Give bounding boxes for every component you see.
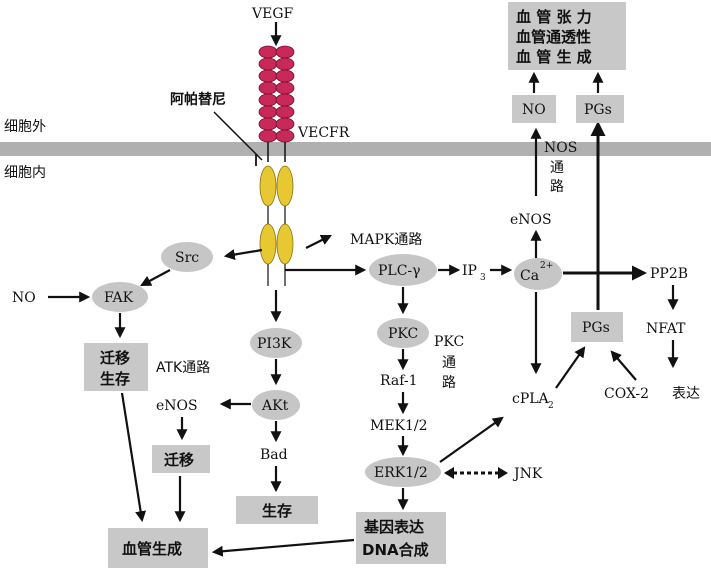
pgs-top-label: PGs [584, 102, 612, 118]
migrate-survive-box [84, 343, 148, 391]
migration-label: 迁移 [164, 451, 194, 469]
nos-pathway-2: 通 [550, 160, 564, 176]
nfat-label: NFAT [646, 321, 686, 337]
intracellular-label: 细胞内 [4, 165, 46, 181]
no-right-label: NO [522, 102, 546, 118]
inhibitor-line [213, 111, 263, 161]
akt-node [252, 390, 300, 420]
gene-expression-label: 基因表达 [363, 518, 424, 536]
vegf-label: VEGF [251, 6, 294, 22]
akt-label: AKt [261, 398, 289, 414]
nos-pathway-1: NOS [544, 140, 577, 156]
survival-box [236, 496, 318, 524]
gene-expression-box [356, 512, 446, 564]
src-label: Src [175, 250, 199, 266]
pgs-mid-label: PGs [582, 320, 610, 336]
receptor-extracellular-domain [258, 45, 295, 143]
survive-label: 生存 [100, 370, 130, 388]
pgs-mid-box [571, 312, 623, 342]
fak-label: FAK [104, 290, 134, 306]
cox2-label: COX-2 [604, 386, 649, 402]
plc-label: PLC-γ [378, 263, 421, 279]
cpla2-label: cPLA [512, 391, 550, 407]
src-node [161, 242, 213, 272]
angiogenesis-box [108, 528, 208, 568]
enos-left-label: eNOS [156, 398, 198, 414]
receptor-intracellular-domain [259, 165, 294, 265]
extracellular-label: 细胞外 [4, 119, 46, 135]
pkc-node [377, 318, 429, 348]
raf1-label: Raf-1 [380, 373, 418, 389]
no-left-label: NO [12, 290, 36, 306]
pkc-pathway-2: 通 [442, 355, 456, 371]
pi3k-node [250, 328, 302, 358]
migration-box [152, 445, 210, 473]
fak-node [92, 282, 148, 312]
pgs-top-box [576, 95, 624, 123]
survival-label: 生存 [262, 502, 292, 520]
outcome-box [508, 2, 626, 70]
mapk-label: MAPK通路 [350, 232, 422, 248]
pkc-label: PKC [388, 326, 418, 342]
pp2b-label: PP2B [650, 266, 688, 282]
outcome-line-3: 血 管 生 成 [516, 48, 592, 66]
enos-right-label: eNOS [510, 212, 552, 228]
migrate-label: 迁移 [100, 349, 130, 367]
ca-sup: 2+ [540, 261, 553, 271]
bad-label: Bad [260, 447, 288, 463]
angiogenesis-label: 血管生成 [122, 540, 182, 558]
dna-synthesis-label: DNA合成 [362, 541, 429, 559]
inhibitor-label: 阿帕替尼 [170, 91, 226, 108]
cpla2-sub: 2 [548, 401, 554, 411]
ip3-sub: 3 [480, 273, 486, 283]
erk-node [365, 457, 441, 487]
pkc-pathway-3: 路 [442, 375, 456, 391]
ip3-label: IP [462, 263, 477, 279]
outcome-line-2: 血管通透性 [516, 28, 591, 46]
outcome-line-1: 血 管 张 力 [516, 8, 592, 26]
expression-label: 表达 [672, 386, 700, 402]
mek-label: MEK1/2 [370, 418, 428, 434]
plc-node [369, 254, 437, 286]
nos-pathway-3: 路 [550, 179, 564, 195]
ca-node [514, 258, 562, 290]
jnk-label: JNK [512, 466, 543, 482]
ca-label: Ca [520, 268, 539, 284]
receptor-label: VECFR [297, 125, 350, 141]
cell-membrane [0, 142, 711, 156]
no-right-box [512, 95, 556, 123]
atk-pathway-label: ATK通路 [156, 360, 210, 376]
pi3k-label: PI3K [257, 336, 292, 352]
pkc-pathway-1: PKC [434, 334, 464, 350]
erk-label: ERK1/2 [374, 465, 428, 481]
